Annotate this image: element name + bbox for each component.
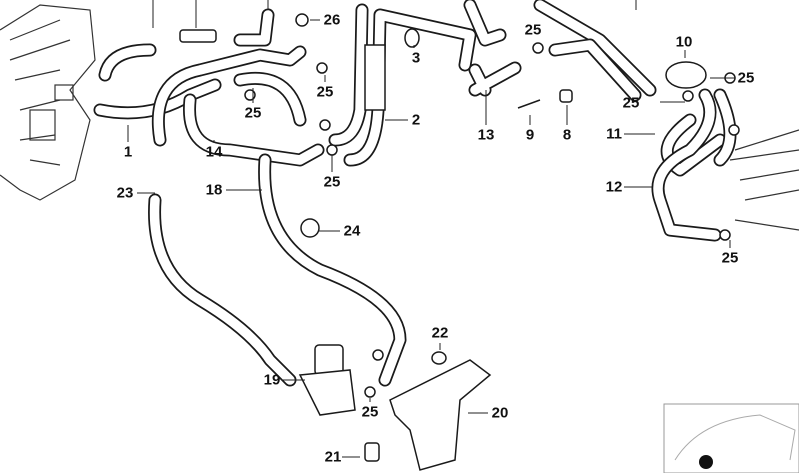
label-25: 25 xyxy=(244,104,262,122)
label-26: 26 xyxy=(323,11,341,29)
leader-lines xyxy=(127,0,735,458)
connector-10 xyxy=(665,61,707,89)
label-25: 25 xyxy=(737,69,755,87)
label-25: 25 xyxy=(524,21,542,39)
label-3: 3 xyxy=(411,49,421,67)
nut-21 xyxy=(364,442,380,462)
label-10: 10 xyxy=(675,33,693,51)
label-25: 25 xyxy=(361,403,379,421)
label-12: 12 xyxy=(605,178,623,196)
label-25: 25 xyxy=(721,249,739,267)
car-thumbnail xyxy=(663,403,799,473)
grommet-22 xyxy=(431,351,447,365)
components xyxy=(179,13,740,471)
label-14: 14 xyxy=(205,143,223,161)
label-2: 2 xyxy=(411,111,421,129)
screw-9 xyxy=(517,99,541,109)
label-11: 11 xyxy=(606,125,622,143)
valve-body-19 xyxy=(298,369,356,416)
label-8: 8 xyxy=(562,126,572,144)
label-25: 25 xyxy=(316,83,334,101)
label-22: 22 xyxy=(431,324,449,342)
label-25: 25 xyxy=(622,94,640,112)
label-25: 25 xyxy=(323,173,341,191)
label-18: 18 xyxy=(205,181,223,199)
label-24: 24 xyxy=(343,222,361,240)
heater-unit xyxy=(729,129,799,231)
clip-24 xyxy=(300,218,320,238)
label-21: 21 xyxy=(324,448,342,466)
grommet-3 xyxy=(404,28,420,48)
label-13: 13 xyxy=(477,126,495,144)
label-1: 1 xyxy=(123,143,133,161)
bracket-20 xyxy=(389,359,492,471)
t-connector xyxy=(179,29,217,43)
label-20: 20 xyxy=(491,404,509,422)
engine-block xyxy=(0,4,96,201)
label-9: 9 xyxy=(525,126,535,144)
hoses xyxy=(93,0,737,387)
bracket-2 xyxy=(364,44,386,111)
label-19: 19 xyxy=(263,371,281,389)
grommet-8 xyxy=(559,89,573,103)
label-23: 23 xyxy=(116,184,134,202)
